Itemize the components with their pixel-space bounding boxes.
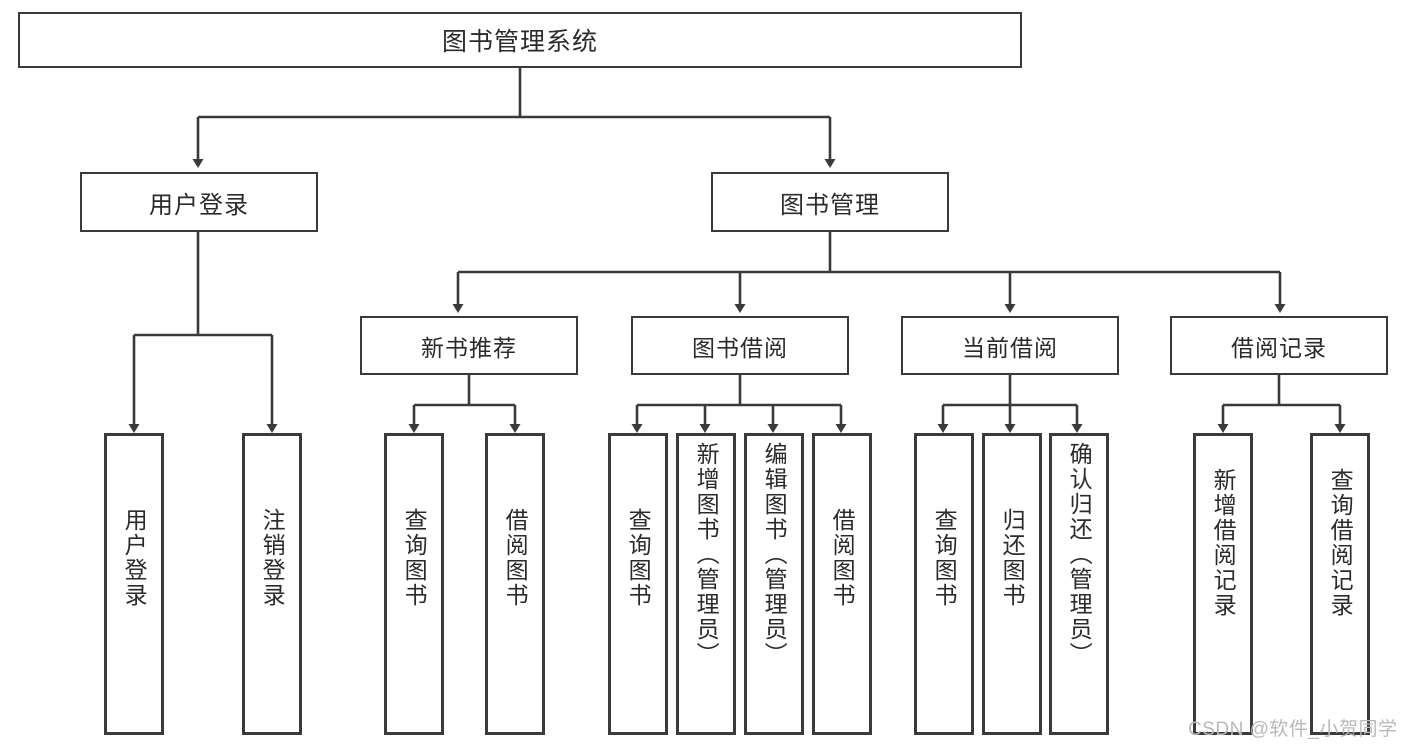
leaf-query-borrow-record[interactable]: 查询借阅记录 xyxy=(1310,433,1370,735)
leaf-add-borrow-record-label: 新增借阅记录 xyxy=(1210,468,1237,618)
leaf-borrow-book-rec-label: 借阅图书 xyxy=(502,508,529,608)
leaf-query-book-borrow[interactable]: 查询图书 xyxy=(608,433,668,735)
csdn-watermark: CSDN @软件_小贺同学 xyxy=(1188,719,1398,740)
node-borrow-record-label: 借阅记录 xyxy=(1231,334,1327,361)
leaf-logout[interactable]: 注销登录 xyxy=(242,433,302,735)
node-book-management[interactable]: 图书管理 xyxy=(711,172,949,232)
node-user-login[interactable]: 用户登录 xyxy=(80,172,318,232)
leaf-query-book-current-label: 查询图书 xyxy=(931,508,958,608)
node-root-system[interactable]: 图书管理系统 xyxy=(18,12,1022,68)
leaf-user-login-label: 用户登录 xyxy=(121,508,148,608)
leaf-user-login[interactable]: 用户登录 xyxy=(104,433,164,735)
node-user-login-label: 用户登录 xyxy=(149,191,249,219)
node-book-management-label: 图书管理 xyxy=(780,191,880,219)
leaf-query-book-rec-label: 查询图书 xyxy=(401,508,428,608)
node-new-book-recommend[interactable]: 新书推荐 xyxy=(360,316,578,375)
leaf-query-book-rec[interactable]: 查询图书 xyxy=(384,433,444,735)
leaf-add-book-admin[interactable]: 新增图书（管理员） xyxy=(676,433,736,735)
leaf-borrow-book-label: 借阅图书 xyxy=(829,508,856,608)
node-book-borrow-label: 图书借阅 xyxy=(692,334,788,361)
leaf-logout-label: 注销登录 xyxy=(259,508,286,608)
node-current-borrow-label: 当前借阅 xyxy=(962,334,1058,361)
node-root-label: 图书管理系统 xyxy=(441,28,598,56)
node-book-borrow[interactable]: 图书借阅 xyxy=(631,316,849,375)
leaf-borrow-book[interactable]: 借阅图书 xyxy=(812,433,872,735)
leaf-return-book[interactable]: 归还图书 xyxy=(982,433,1042,735)
leaf-confirm-return-admin-label: 确认归还（管理员） xyxy=(1066,442,1093,667)
leaf-add-borrow-record[interactable]: 新增借阅记录 xyxy=(1193,433,1253,735)
leaf-return-book-label: 归还图书 xyxy=(999,508,1026,608)
leaf-edit-book-admin-label: 编辑图书（管理员） xyxy=(761,442,788,667)
node-current-borrow[interactable]: 当前借阅 xyxy=(901,316,1119,375)
leaf-confirm-return-admin[interactable]: 确认归还（管理员） xyxy=(1049,433,1109,735)
leaf-query-book-current[interactable]: 查询图书 xyxy=(914,433,974,735)
leaf-edit-book-admin[interactable]: 编辑图书（管理员） xyxy=(744,433,804,735)
leaf-add-book-admin-label: 新增图书（管理员） xyxy=(693,442,720,667)
leaf-query-book-borrow-label: 查询图书 xyxy=(625,508,652,608)
node-borrow-record[interactable]: 借阅记录 xyxy=(1170,316,1388,375)
node-new-book-recommend-label: 新书推荐 xyxy=(421,334,517,361)
leaf-query-borrow-record-label: 查询借阅记录 xyxy=(1327,468,1354,618)
leaf-borrow-book-rec[interactable]: 借阅图书 xyxy=(485,433,545,735)
